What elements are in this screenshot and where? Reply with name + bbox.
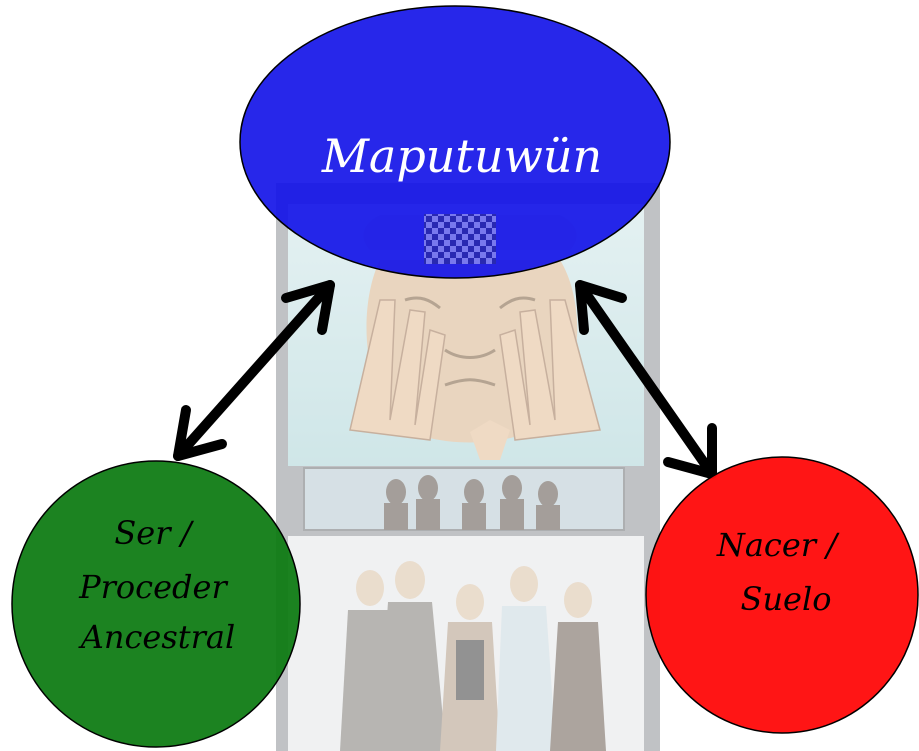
small-figures-icon xyxy=(384,475,560,530)
top-node: Maputuwün xyxy=(239,5,671,279)
right-node-label: Nacer / Suelo xyxy=(716,526,847,618)
left-node-line-1: Ser / xyxy=(114,514,194,552)
right-node-line-1: Nacer / xyxy=(716,526,840,564)
connectors xyxy=(173,280,717,479)
left-node-circle xyxy=(11,460,301,748)
left-node-label: Ser / Proceder Ancestral xyxy=(78,514,237,656)
arrow-top-to-left xyxy=(173,280,335,461)
group-of-people-icon xyxy=(340,561,606,751)
right-node: Nacer / Suelo xyxy=(645,456,919,734)
left-node-line-2: Proceder xyxy=(78,568,228,606)
right-node-circle xyxy=(645,456,919,734)
top-node-ellipse xyxy=(239,5,671,279)
left-node-line-3: Ancestral xyxy=(78,618,235,656)
headband-pattern-icon xyxy=(424,214,496,264)
left-node: Ser / Proceder Ancestral xyxy=(11,460,301,748)
right-node-line-2: Suelo xyxy=(741,580,832,618)
arrow-top-to-right xyxy=(575,280,717,479)
top-node-label: Maputuwün xyxy=(321,129,602,183)
